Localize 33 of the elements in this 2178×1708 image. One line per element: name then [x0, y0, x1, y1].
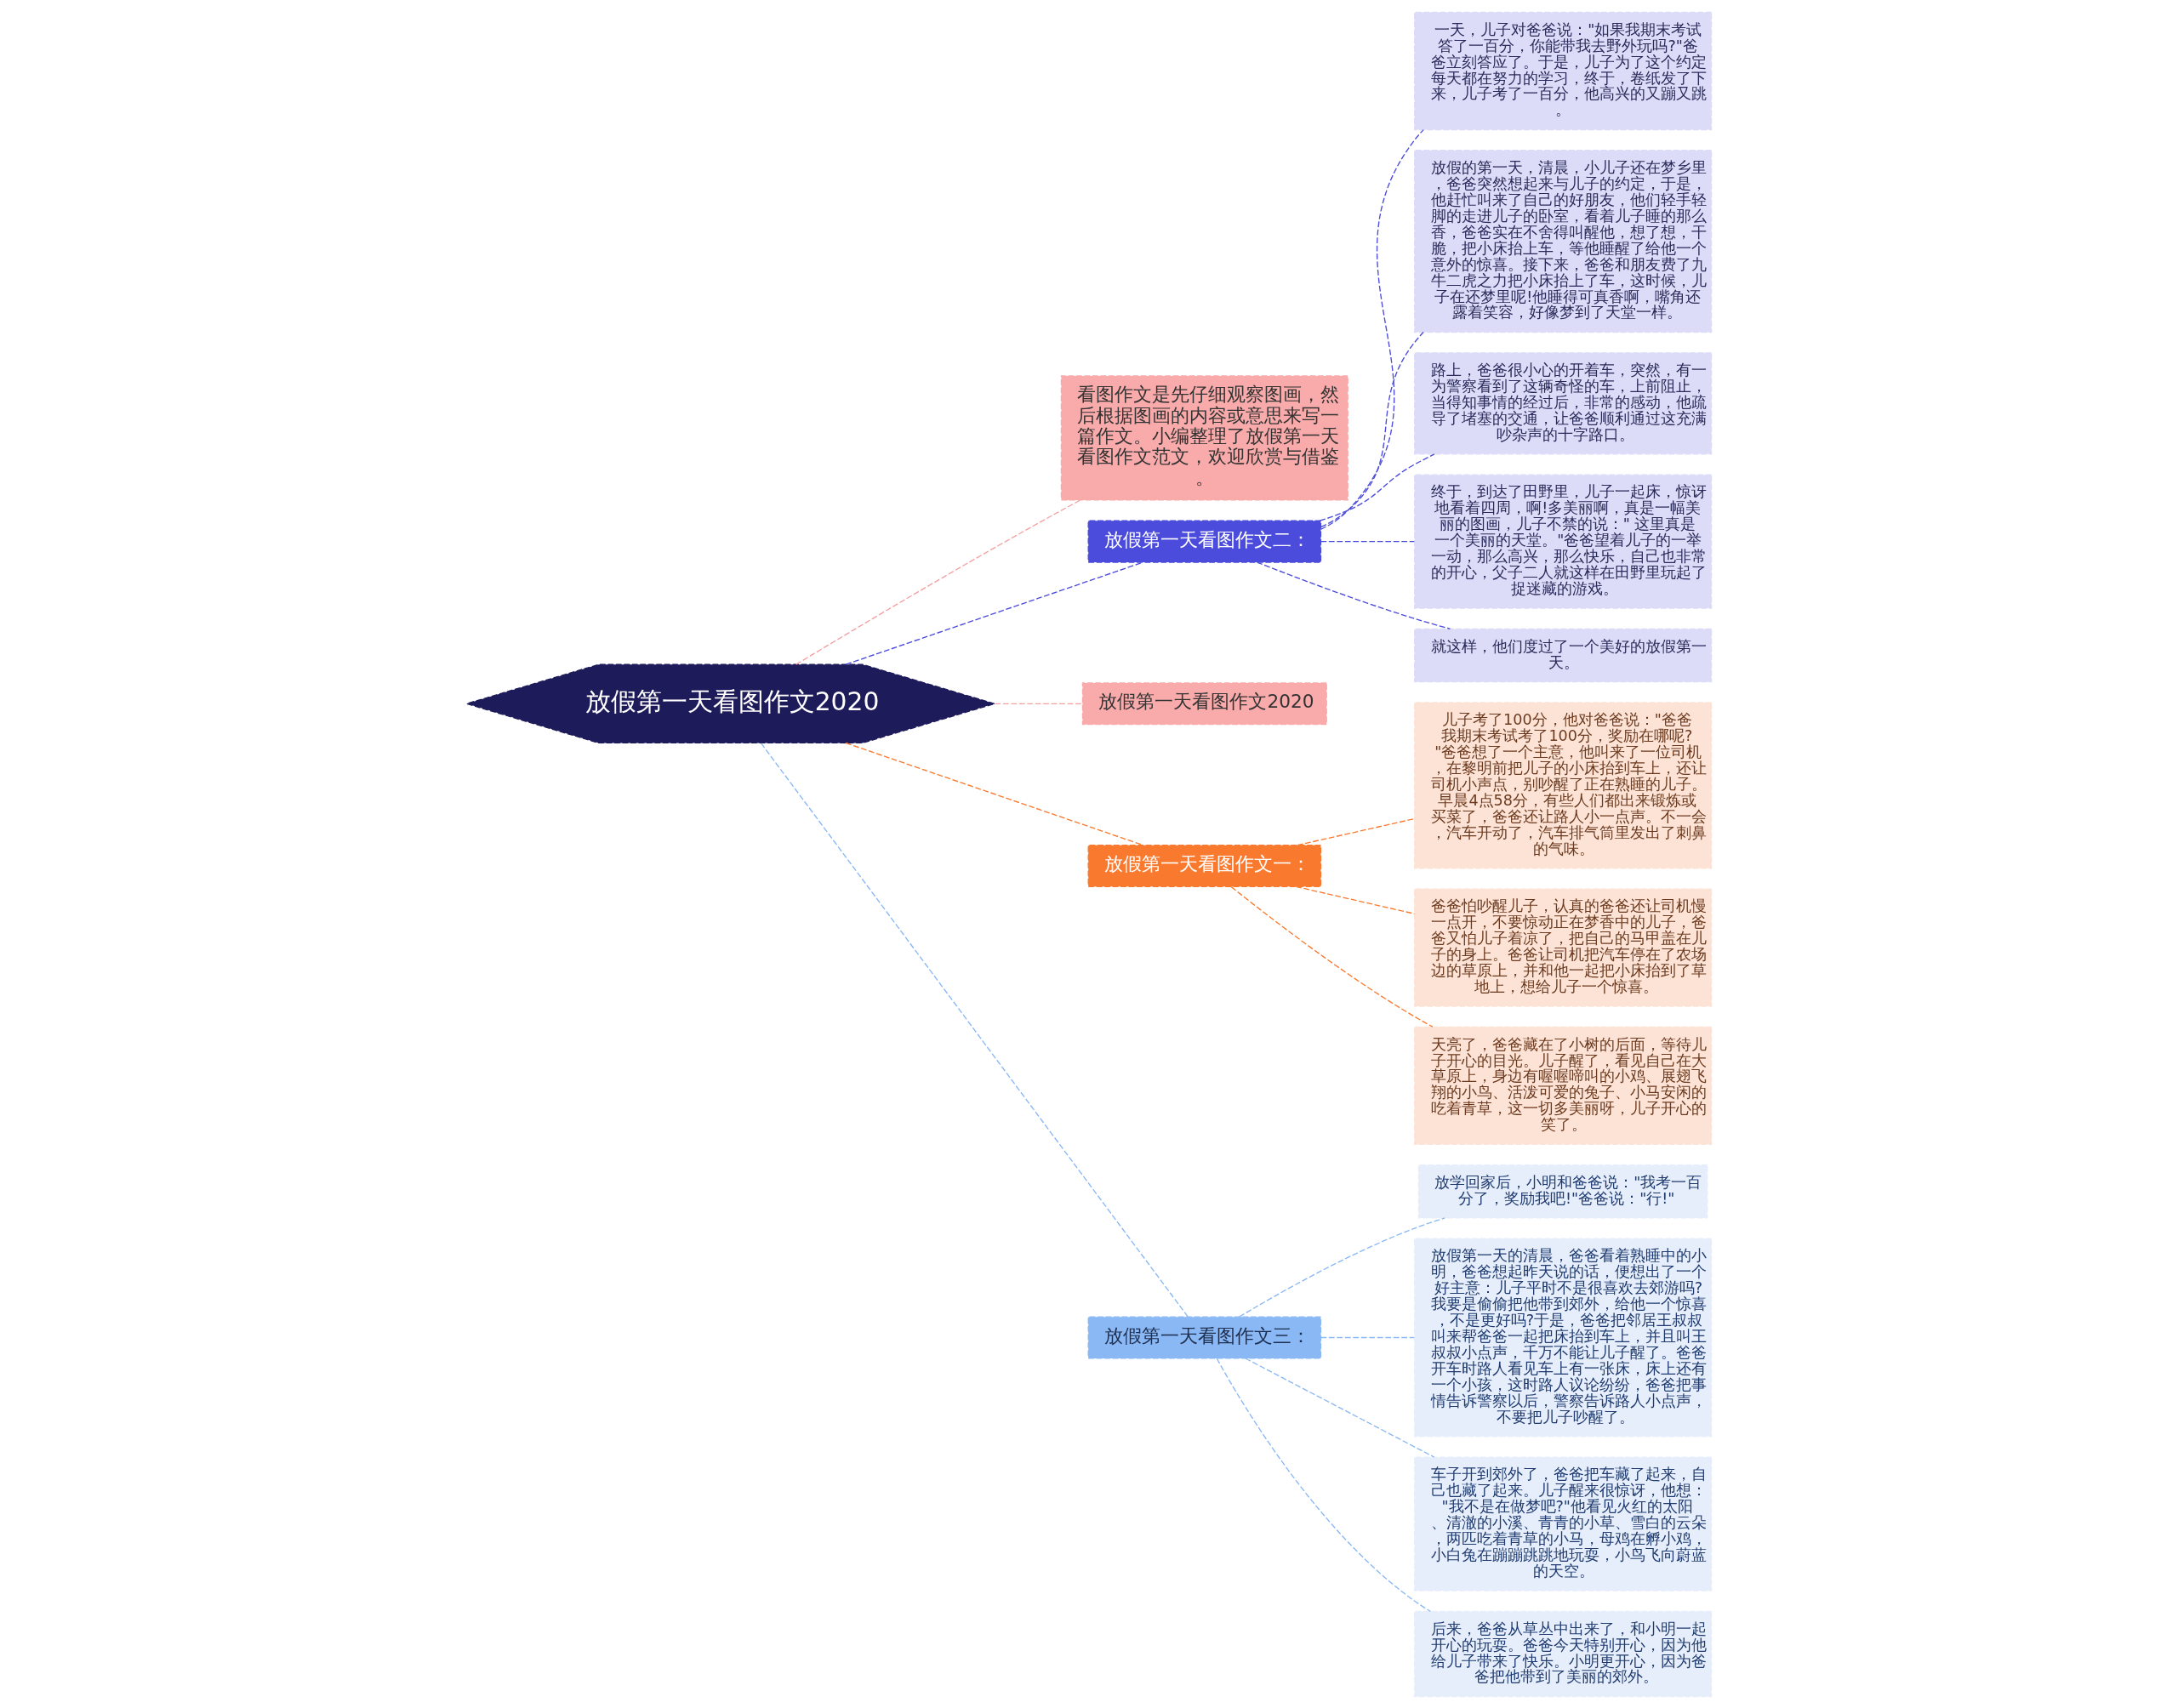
node-box: 一天，儿子对爸爸说："如果我期末考试答了一百分，你能带我去野外玩吗?"爸爸立刻答应了。于是，儿子为了这个约定每天都在努力的学习，终于，卷纸发了下来，儿子考了一百分，他高兴的又蹦又跳。 [1414, 11, 1713, 130]
node-box: 车子开到郊外了，爸爸把车藏了起来，自己也藏了起来。儿子醒来很惊讶，他想："我不是在做梦吧?"他看见火红的太阳、清澈的小溪、青青的小草、雪白的云朵，两匹吃着青草的小马，母鸡在孵小鸡，小白兔在蹦蹦跳跳地玩耍，小鸟飞向蔚蓝的天空。 [1414, 1456, 1713, 1591]
connector [1245, 1357, 1435, 1458]
node-box: 放假第一天看图作文三： [1087, 1316, 1322, 1359]
node-box: 放假第一天看图作文一： [1087, 844, 1322, 887]
connector [1297, 817, 1416, 845]
connector [1216, 1358, 1432, 1612]
connector [845, 742, 1144, 845]
connector [1230, 885, 1434, 1028]
node-box: 天亮了，爸爸藏在了小树的后面，等待儿子开心的目光。儿子醒了，看见自己在大草原上，身边有喔喔啼叫的小鸡、展翅飞翔的小鸟、活泼可爱的兔子、小马安闲的吃着青草，这一切多美丽呀，儿子开心的笑了。 [1414, 1026, 1713, 1145]
connector [761, 742, 1189, 1318]
node-box: 放假第一天看图作文2020 [1081, 681, 1327, 725]
connector [1320, 331, 1424, 527]
connector [1320, 128, 1424, 530]
node-box: 看图作文是先仔细观察图画，然后根据图画的内容或意思来写一篇作文。小编整理了放假第一天看图作文范文，欢迎欣赏与借鉴。 [1060, 374, 1348, 501]
connector [1295, 885, 1416, 914]
node-box: 就这样，他们度过了一个美好的放假第一天。 [1414, 628, 1713, 682]
connector [1238, 1216, 1445, 1318]
node-box: 爸爸怕吵醒儿子，认真的爸爸还让司机慢一点开，不要惊动正在梦香中的儿子，爸爸又怕儿子着凉了，把自己的马甲盖在儿子的身上。爸爸让司机把汽车停在了农场边的草原上，并和他一起把小床抬到了草地上，想给儿子一个惊喜。 [1414, 887, 1713, 1007]
connector [1320, 1336, 1415, 1338]
node-box: 放假第一天的清晨，爸爸看着熟睡中的小明，爸爸想起昨天说的话，便想出了一个好主意：儿子平时不是很喜欢去郊游吗?我要是偷偷把他带到郊外，给他一个惊喜，不是更好吗?于是，爸爸把邻居王叔叔叫来帮爸爸一起把床抬到车上，并且叫王叔叔小点声，千万不能让儿子醒了。爸爸开车时路人看见车上有一张床，床上还有一个小孩，这时路人议论纷纷，爸爸把事情告诉警察以后，警察告诉路人小点声，不要把儿子吵醒了。 [1414, 1238, 1713, 1437]
connector [1256, 561, 1451, 629]
connector [795, 498, 1081, 665]
node-box: 放假的第一天，清晨，小儿子还在梦乡里，爸爸突然想起来与儿子的约定，于是，他赶忙叫来了自己的好朋友，他们轻手轻脚的走进儿子的卧室，看着儿子睡的那么香，爸爸实在不舍得叫醒他，想了想，干脆，把小床抬上车，等他睡醒了给他一个意外的惊喜。接下来，爸爸和朋友费了九牛二虎之力把小床抬上了车，这时候，儿子在还梦里呢!他睡得可真香啊，嘴角还露着笑容，好像梦到了天堂一样。 [1414, 149, 1713, 333]
connector [1320, 540, 1415, 542]
node-box: 儿子考了100分，他对爸爸说："爸爸我期末考试考了100分，奖励在哪呢?"爸爸想了一个主意，他叫来了一位司机，在黎明前把儿子的小床抬到车上，还让司机小声点，别吵醒了正在熟睡的儿子。早晨4点58分，有些人们都出来锻炼或买菜了，爸爸还让路人小一点声。不一会，汽车开动了，汽车排气筒里发出了刺鼻的气味。 [1414, 701, 1713, 868]
node-box: 后来，爸爸从草丛中出来了，和小明一起开心的玩耍。爸爸今天特别开心，因为他给儿子带来了快乐。小明更开心，因为爸爸把他带到了美丽的郊外。 [1414, 1610, 1713, 1697]
node-box: 放学回家后，小明和爸爸说："我考一百分了，奖励我吧!"爸爸说："行!" [1417, 1164, 1708, 1219]
node-box: 放假第一天看图作文二： [1087, 520, 1322, 563]
connector [1319, 453, 1435, 521]
node-box: 终于，到达了田野里，儿子一起床，惊讶地看着四周，啊!多美丽啊，真是一幅美丽的图画，儿子不禁的说：" 这里真是一个美丽的天堂。"爸爸望着儿子的一举一动，那么高兴，那么快乐，自己也非常的开心，父子二人就这样在田野里玩起了捉迷藏的游戏。 [1414, 474, 1713, 609]
connector [994, 703, 1083, 704]
node-box: 路上，爸爸很小心的开着车，突然，有一为警察看到了这辆奇怪的车，上前阻止，当得知事情的经过后，非常的感动，他疏导了堵塞的交通，让爸爸顺利通过这充满吵杂声的十字路口。 [1414, 351, 1713, 455]
